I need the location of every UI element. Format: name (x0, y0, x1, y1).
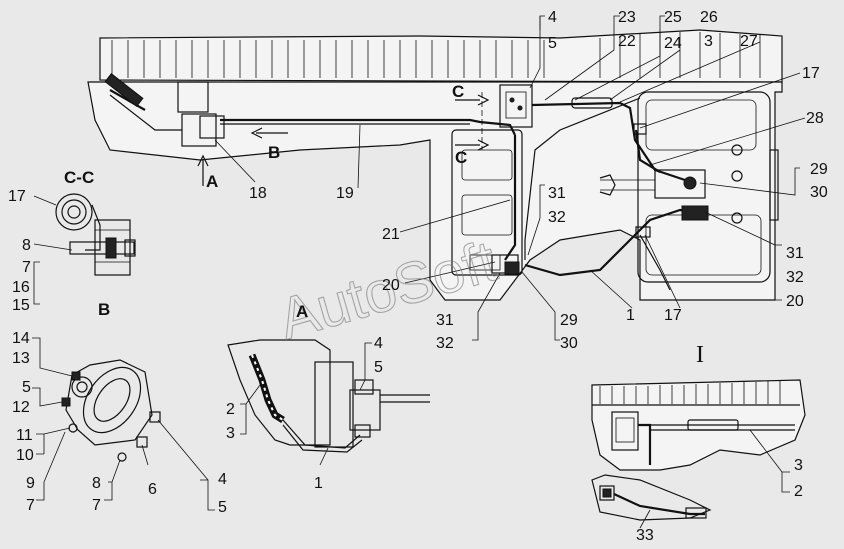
callout: 30 (810, 184, 828, 201)
callout: 3 (226, 425, 235, 442)
view-a (227, 339, 430, 453)
callout: 7 (26, 497, 35, 514)
view-b (61, 359, 161, 462)
arrow-a-label: A (206, 172, 218, 191)
callout: 9 (26, 475, 35, 492)
callout: 4 (374, 335, 383, 352)
callout: 18 (249, 185, 267, 202)
callout: 32 (548, 209, 566, 226)
cut-c-top-label: C (452, 82, 464, 101)
callout: 3 (794, 457, 803, 474)
callout: 21 (382, 226, 400, 243)
callout: 7 (22, 259, 31, 276)
callout: 29 (810, 161, 828, 178)
callout: 23 (618, 9, 636, 26)
callout: 25 (664, 9, 682, 26)
callout: 17 (802, 65, 820, 82)
callout: 31 (436, 312, 454, 329)
callout: 19 (336, 185, 354, 202)
callouts-i: 3 2 33 (636, 457, 803, 544)
callouts-cc: 17 8 7 16 15 (8, 188, 31, 314)
section-cc-label: C-C (64, 168, 94, 187)
callout: 5 (218, 499, 227, 516)
arrow-b-label: B (268, 143, 280, 162)
callout: 31 (786, 245, 804, 262)
callout: 6 (148, 481, 157, 498)
callout: 20 (382, 277, 400, 294)
callout: 4 (218, 471, 227, 488)
view-a-label: A (296, 302, 308, 321)
callout: 1 (314, 475, 323, 492)
callout: 32 (436, 335, 454, 352)
callout: 17 (664, 307, 682, 324)
callout: 32 (786, 269, 804, 286)
main-assembly-view (87, 29, 783, 301)
callout: 12 (12, 399, 30, 416)
callout: 5 (374, 359, 383, 376)
callout: 1 (626, 307, 635, 324)
callout: 28 (806, 110, 824, 127)
callout: 14 (12, 330, 30, 347)
callout: 10 (16, 447, 34, 464)
callout: 4 (548, 9, 557, 26)
leader-lines (32, 15, 806, 529)
callouts-a: 4 5 2 3 1 (226, 335, 383, 492)
callout: 7 (92, 497, 101, 514)
callout: 22 (618, 33, 636, 50)
callout: 33 (636, 527, 654, 544)
callout: 16 (12, 279, 30, 296)
callout: 30 (560, 335, 578, 352)
callout: 27 (740, 33, 758, 50)
callouts-b: 14 13 5 12 11 10 9 7 8 7 6 4 5 (12, 330, 227, 516)
view-i-label: I (696, 342, 704, 368)
callout: 24 (664, 35, 682, 52)
callout: 20 (786, 293, 804, 310)
callout: 8 (22, 237, 31, 254)
view-i (591, 379, 806, 521)
callout: 2 (226, 401, 235, 418)
callout: 2 (794, 483, 803, 500)
callout: 15 (12, 297, 30, 314)
callout: 17 (8, 188, 26, 205)
section-cc-view (55, 193, 136, 276)
callout: 5 (548, 35, 557, 52)
callout: 31 (548, 185, 566, 202)
callout: 8 (92, 475, 101, 492)
cut-c-bottom-label: C (455, 148, 467, 167)
view-b-label: B (98, 300, 110, 319)
callout: 5 (22, 379, 31, 396)
callout: 11 (16, 427, 33, 444)
callout: 13 (12, 350, 30, 367)
callout: 26 (700, 9, 718, 26)
callout: 29 (560, 312, 578, 329)
callouts-main: 4 5 23 22 25 24 26 3 27 17 28 29 30 31 3… (249, 9, 828, 352)
callout: 3 (704, 33, 713, 50)
